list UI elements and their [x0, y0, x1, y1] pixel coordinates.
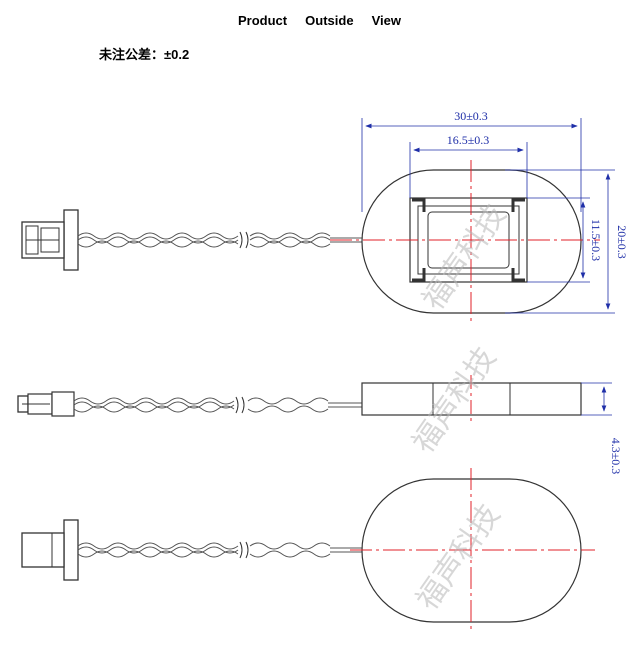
- tolerance-note: 未注公差：±0.2: [99, 47, 190, 62]
- bottom-centerlines: [350, 468, 595, 632]
- dim-width: 20±0.3: [615, 225, 629, 259]
- dim-thickness: 4.3±0.3: [609, 438, 623, 475]
- side-dimensions: [581, 382, 612, 416]
- dim-inner-length: 16.5±0.3: [447, 133, 490, 147]
- top-view: 30±0.3 16.5±0.3 20±0.3 11.5±0.3: [21, 109, 629, 322]
- bottom-connector: [21, 519, 79, 581]
- top-twisted-wire: [77, 231, 365, 249]
- bottom-view: [21, 468, 595, 632]
- side-twisted-wire: [73, 396, 362, 414]
- dim-length: 30±0.3: [454, 109, 488, 123]
- top-connector: [21, 209, 79, 271]
- page-title: Product Outside View: [237, 13, 401, 28]
- dim-inner-width: 11.5±0.3: [589, 219, 603, 261]
- bottom-twisted-wire: [77, 541, 365, 559]
- side-connector: [17, 391, 75, 417]
- top-dimensions: [361, 118, 615, 314]
- side-view: 4.3±0.3: [17, 375, 623, 475]
- top-centerlines: [330, 160, 600, 322]
